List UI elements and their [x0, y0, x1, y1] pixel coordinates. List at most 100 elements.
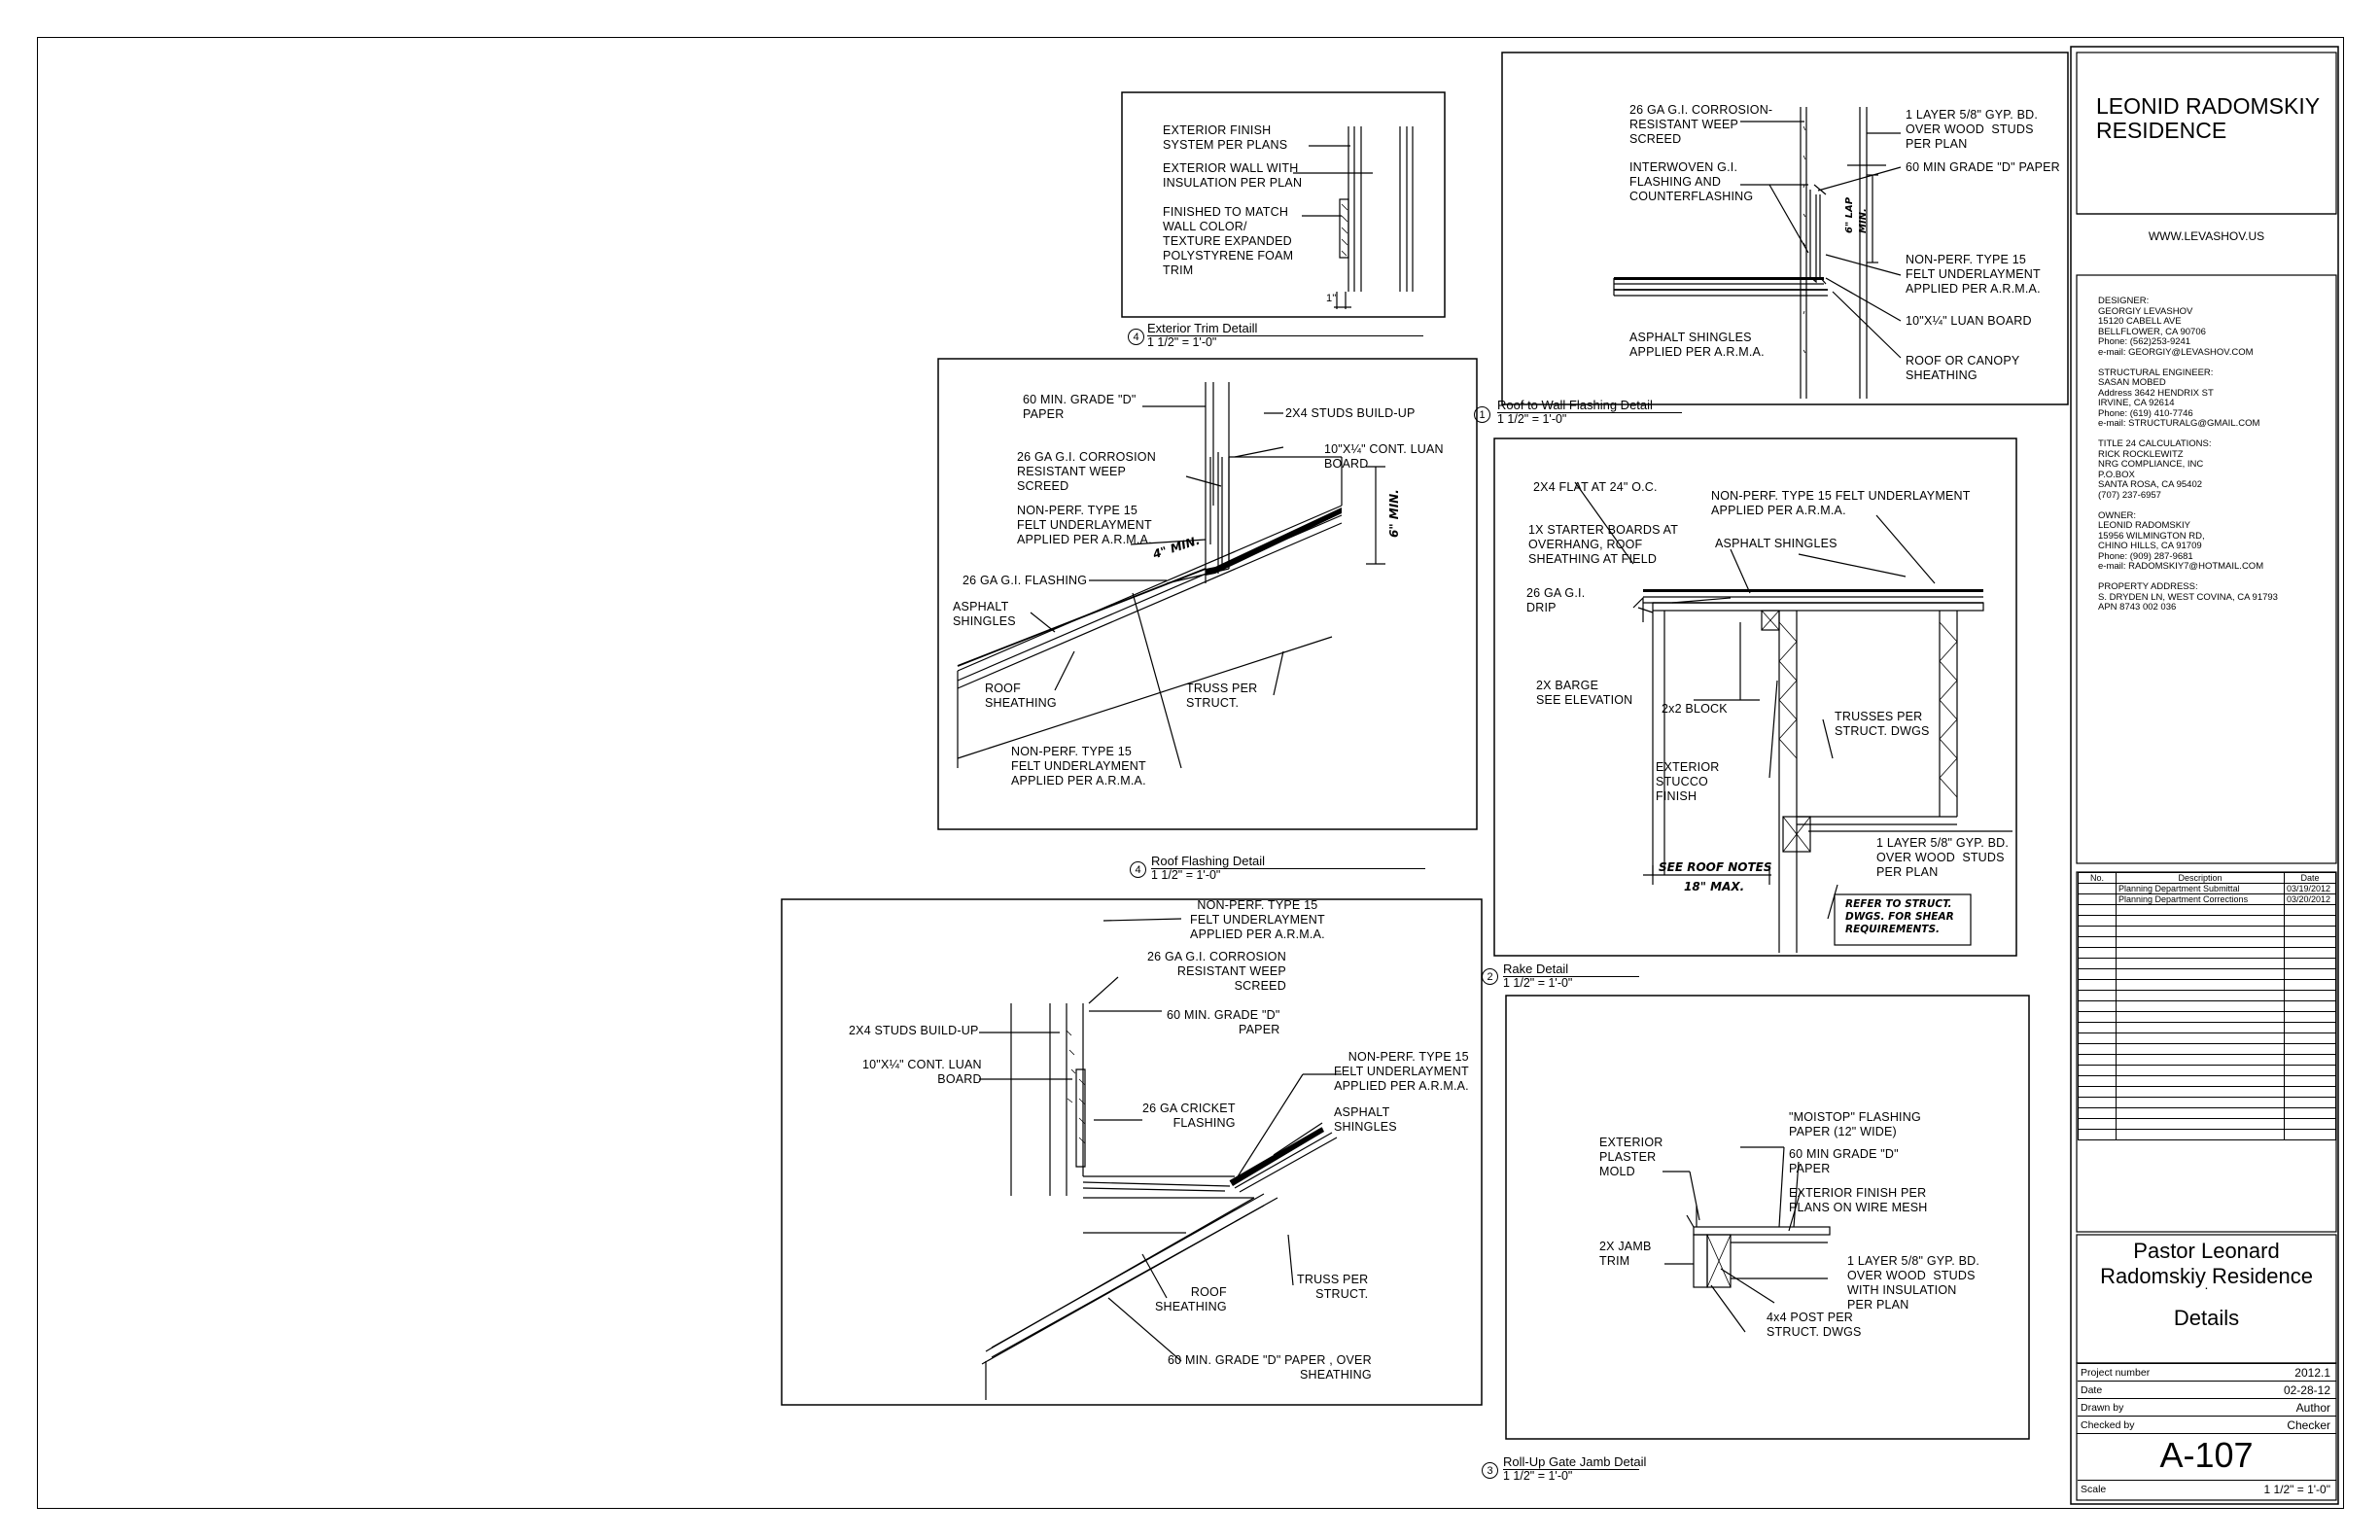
gate-label-plaster: EXTERIOR PLASTER MOLD — [1599, 1136, 1663, 1178]
rtw-label-luan: 10"X¼" LUAN BOARD — [1906, 314, 2032, 328]
rev-header-date: Date — [2284, 872, 2336, 884]
rev-cell — [2116, 990, 2285, 1001]
table-row — [2078, 1086, 2336, 1098]
table-row: Planning Department Corrections 03/20/20… — [2078, 893, 2336, 905]
table-row — [2078, 1043, 2336, 1055]
rev-cell — [2284, 958, 2336, 969]
trim-label-wall: EXTERIOR WALL WITH INSULATION PER PLAN — [1163, 161, 1303, 190]
table-row — [2078, 1075, 2336, 1087]
rev-cell — [2284, 1118, 2336, 1130]
table-row — [2078, 1065, 2336, 1076]
gate-label-post: 4x4 POST PER STRUCT. DWGS — [1767, 1311, 1862, 1339]
table-row — [2078, 936, 2336, 948]
info-value: Author — [2295, 1401, 2330, 1415]
info-value: 02-28-12 — [2283, 1383, 2330, 1397]
info-value: Checker — [2287, 1418, 2330, 1432]
rev-cell — [2078, 1086, 2117, 1098]
rf-label-paper: 60 MIN. GRADE "D" PAPER — [1023, 393, 1137, 421]
rtw-label-asphalt: ASPHALT SHINGLES APPLIED PER A.R.M.A. — [1629, 331, 1765, 359]
rev-cell — [2078, 893, 2117, 905]
rev-cell — [2078, 915, 2117, 927]
cricket-label-paper-sheathing: 60 MIN. GRADE "D" PAPER , OVER SHEATHING — [1168, 1353, 1372, 1382]
table-row — [2078, 968, 2336, 980]
rev-cell — [2284, 947, 2336, 959]
rev-cell — [2116, 1043, 2285, 1055]
rf-detail-number: 4 — [1130, 861, 1146, 878]
sheet-title: Details — [2173, 1306, 2240, 1330]
rev-cell — [2116, 947, 2285, 959]
rev-cell — [2284, 1097, 2336, 1108]
trim-detail-title: Exterior Trim Detaill 1 1/2" = 1'-0" — [1147, 322, 1423, 349]
rake-roof-notes: SEE ROOF NOTES — [1659, 860, 1772, 874]
gate-title-text: Roll-Up Gate Jamb Detail — [1503, 1454, 1647, 1469]
trim-scale: 1 1/2" = 1'-0" — [1147, 335, 1217, 349]
rake-title-text: Rake Detail — [1503, 962, 1569, 976]
rev-cell — [2284, 915, 2336, 927]
gate-detail-title: Roll-Up Gate Jamb Detail 1 1/2" = 1'-0" — [1503, 1455, 1646, 1483]
rake-detail-number: 2 — [1482, 968, 1498, 985]
cricket-label-luan: 10"X¼" CONT. LUAN BOARD — [862, 1058, 982, 1086]
rev-header-description: Description — [2116, 872, 2285, 884]
rev-cell — [2284, 1065, 2336, 1076]
info-value: 1 1/2" = 1'-0" — [2263, 1483, 2330, 1496]
client-dot: . — [2204, 1277, 2209, 1292]
rev-cell — [2116, 1054, 2285, 1066]
trim-detail-number: 4 — [1128, 329, 1144, 345]
cricket-label-studs: 2X4 STUDS BUILD-UP — [849, 1024, 979, 1037]
cricket-label-truss: TRUSS PER STRUCT. — [1297, 1273, 1369, 1301]
rev-cell — [2078, 1097, 2117, 1108]
rake-label-flat: 2X4 FLAT AT 24" O.C. — [1533, 480, 1658, 494]
rf-label-sheathing: ROOF SHEATHING — [985, 682, 1057, 710]
rev-cell — [2078, 883, 2117, 894]
table-row — [2078, 1022, 2336, 1033]
table-row — [2078, 1032, 2336, 1044]
rtw-label-lap: 6" LAP MIN. — [1844, 196, 1869, 233]
info-row-date: Date 02-28-12 — [2078, 1381, 2336, 1398]
rake-label-trusses: TRUSSES PER STRUCT. DWGS — [1835, 710, 1930, 738]
rtw-label-weep: 26 GA G.I. CORROSION- RESISTANT WEEP SCR… — [1629, 103, 1773, 146]
rtw-label-paper: 60 MIN GRADE "D" PAPER — [1906, 160, 2060, 174]
rake-scale: 1 1/2" = 1'-0" — [1503, 976, 1573, 990]
rev-cell — [2284, 1107, 2336, 1119]
rev-cell — [2284, 936, 2336, 948]
rev-cell — [2078, 1032, 2117, 1044]
rf-title-text: Roof Flashing Detail — [1151, 854, 1266, 868]
rake-max-dim: 18" MAX. — [1684, 880, 1745, 893]
rev-cell — [2284, 1000, 2336, 1012]
rf-label-studs: 2X4 STUDS BUILD-UP — [1285, 406, 1416, 420]
info-row-checked: Checked by Checker — [2078, 1416, 2336, 1433]
rev-cell: 03/19/2012 — [2284, 883, 2336, 894]
info-value: 2012.1 — [2294, 1366, 2330, 1380]
info-key: Scale — [2081, 1484, 2107, 1495]
table-row — [2078, 958, 2336, 969]
rev-cell — [2078, 1011, 2117, 1023]
rake-label-felt: NON-PERF. TYPE 15 FELT UNDERLAYMENT APPL… — [1711, 489, 1971, 517]
table-row — [2078, 1097, 2336, 1108]
rake-label-shingles: ASPHALT SHINGLES — [1715, 537, 1838, 550]
rev-cell — [2116, 1086, 2285, 1098]
cricket-label-sheathing: ROOF SHEATHING — [1155, 1285, 1227, 1313]
rake-label-starter: 1X STARTER BOARDS AT OVERHANG, ROOF SHEA… — [1528, 523, 1679, 566]
table-row — [2078, 1054, 2336, 1066]
rev-cell — [2078, 1065, 2117, 1076]
rf-label-luan: 10"X¼" CONT. LUAN BOARD — [1324, 442, 1444, 471]
rev-cell: Planning Department Submittal — [2116, 883, 2285, 894]
rtw-detail-title: Roof to Wall Flashing Detail 1 1/2" = 1'… — [1497, 399, 1682, 426]
rev-cell — [2116, 1022, 2285, 1033]
info-row-drawn: Drawn by Author — [2078, 1398, 2336, 1416]
rev-cell — [2284, 1011, 2336, 1023]
rev-cell — [2116, 936, 2285, 948]
rev-cell — [2078, 1075, 2117, 1087]
gate-scale: 1 1/2" = 1'-0" — [1503, 1469, 1573, 1483]
cricket-label-shingles: ASPHALT SHINGLES — [1334, 1105, 1397, 1134]
rev-cell — [2116, 926, 2285, 937]
rtw-label-felt: NON-PERF. TYPE 15 FELT UNDERLAYMENT APPL… — [1906, 253, 2041, 296]
website: WWW.LEVASHOV.US — [2148, 229, 2265, 243]
info-key: Drawn by — [2081, 1402, 2124, 1414]
rev-cell — [2116, 1118, 2285, 1130]
rtw-label-interwoven: INTERWOVEN G.I. FLASHING AND COUNTERFLAS… — [1629, 160, 1754, 203]
rf-label-weep: 26 GA G.I. CORROSION RESISTANT WEEP SCRE… — [1017, 450, 1156, 493]
rev-cell — [2116, 1065, 2285, 1076]
rev-cell — [2284, 904, 2336, 916]
